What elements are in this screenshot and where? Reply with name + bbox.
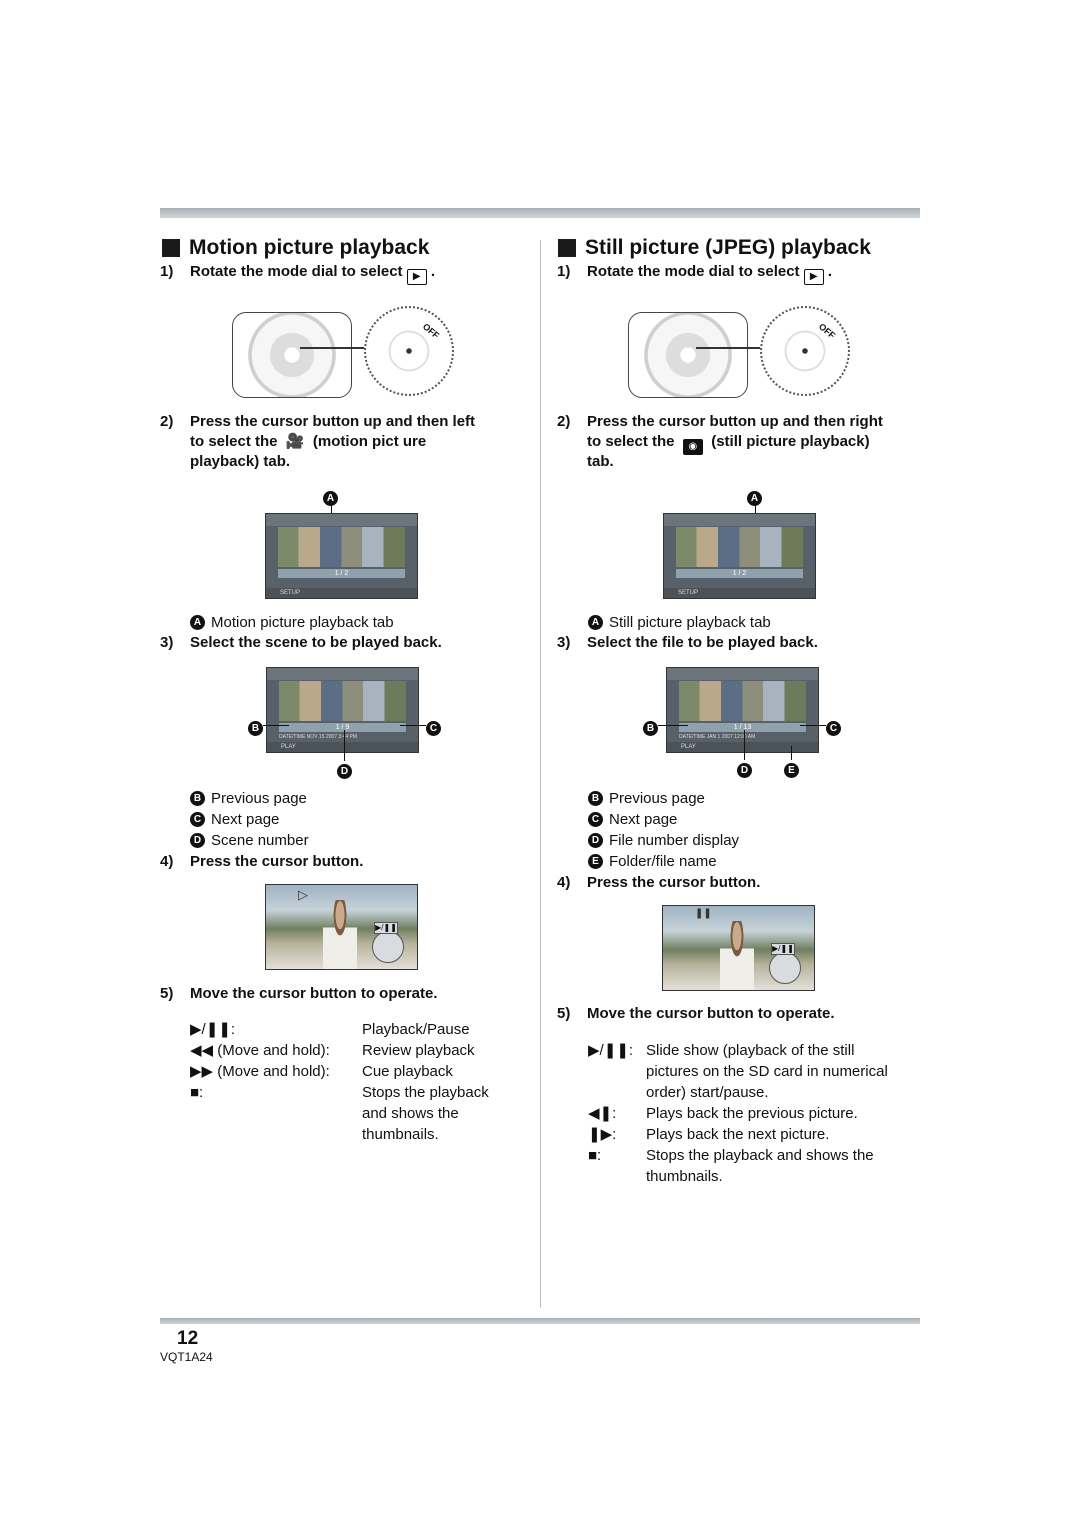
op-key-next: ❚▶: [588, 1126, 617, 1143]
model-code: VQT1A24 [160, 1350, 213, 1364]
play-indicator-icon: ▷ [298, 887, 308, 902]
op-key-stop: ■: [588, 1147, 602, 1164]
marker-d: D [737, 760, 752, 778]
camera-body-illustration [232, 312, 352, 398]
op-desc: Cue playback [362, 1063, 453, 1080]
pause-indicator-icon: ❚❚ [695, 908, 712, 919]
op-key-review: ◀◀ (Move and hold): [190, 1042, 330, 1059]
op-desc: Slide show (playback of the still [646, 1042, 855, 1059]
mode-dial-illustration: OFF [364, 306, 454, 396]
thumbnail-screen: 1 / 2 SETUP [265, 513, 418, 599]
marker-e: E [784, 760, 799, 778]
heading-square-icon [558, 239, 576, 257]
marker-d: D [337, 761, 352, 779]
left-step-2: 2) Press the cursor button up and then l… [160, 413, 476, 470]
left-step-1: 1) Rotate the mode dial to select ▶ . [160, 262, 530, 285]
marker-b: B [643, 718, 658, 736]
op-desc: Playback/Pause [362, 1021, 470, 1038]
column-divider [540, 240, 541, 1308]
left-step-3: 3) Select the scene to be played back. [160, 634, 442, 651]
marker-a: A [747, 488, 762, 506]
page-number: 12 [177, 1328, 199, 1349]
left-section-heading: Motion picture playback [162, 236, 429, 260]
op-desc-cont: pictures on the SD card in numerical [646, 1063, 888, 1080]
op-key-previous: ◀❚: [588, 1105, 617, 1122]
playback-screen: ❚❚ ▶/❚❚ [662, 905, 815, 991]
marker-b: B [248, 718, 263, 736]
still-picture-tab-icon: ◉ [682, 439, 703, 455]
marker-a: A [323, 488, 338, 506]
op-key-slideshow: ▶/❚❚: [588, 1042, 634, 1059]
camera-body-illustration [628, 312, 748, 398]
playback-mode-icon: ▶ [406, 269, 427, 285]
cursor-pad-icon [372, 931, 404, 963]
op-desc: Plays back the previous picture. [646, 1105, 858, 1122]
op-key-cue: ▶▶ (Move and hold): [190, 1063, 330, 1080]
cursor-pad-icon [769, 952, 801, 984]
heading-square-icon [162, 239, 180, 257]
op-desc-cont: thumbnails. [362, 1126, 439, 1143]
marker-c: C [426, 718, 441, 736]
marker-c: C [826, 718, 841, 736]
marker-a-line [331, 503, 332, 517]
op-desc: Stops the playback and shows the [646, 1147, 874, 1164]
op-desc: Stops the playback [362, 1084, 489, 1101]
right-step-1: 1) Rotate the mode dial to select ▶ . [557, 262, 927, 285]
dial-off-mark: OFF [420, 321, 442, 341]
op-key-stop: ■: [190, 1084, 204, 1101]
op-desc: Review playback [362, 1042, 475, 1059]
right-step-3: 3) Select the file to be played back. [557, 634, 818, 651]
left-step-5: 5) Move the cursor button to operate. [160, 985, 438, 1002]
op-desc: Plays back the next picture. [646, 1126, 830, 1143]
playback-mode-icon: ▶ [803, 269, 824, 285]
thumbnail-screen: 1 / 2 SETUP [663, 513, 816, 599]
thumbnail-screen-pages: 1 / 9 DATE/TIME NOV 15 2007 3:44 PM PLAY [266, 667, 419, 753]
op-desc-cont: order) start/pause. [646, 1084, 769, 1101]
right-section-heading: Still picture (JPEG) playback [558, 236, 871, 260]
op-desc-cont: and shows the [362, 1105, 459, 1122]
camera-pointer-line [300, 347, 370, 349]
bottom-rule [160, 1318, 920, 1324]
motion-picture-tab-icon: 🎥 [285, 433, 305, 450]
op-desc-cont: thumbnails. [646, 1168, 723, 1185]
mode-dial-illustration: OFF [760, 306, 850, 396]
right-step-4: 4) Press the cursor button. [557, 874, 761, 891]
playback-screen: ▷ ▶/❚❚ [265, 884, 418, 970]
left-step-4: 4) Press the cursor button. [160, 853, 364, 870]
dial-off-mark: OFF [816, 321, 838, 341]
right-step-5: 5) Move the cursor button to operate. [557, 1005, 835, 1022]
right-step-2: 2) Press the cursor button up and then r… [557, 413, 883, 470]
op-key-play-pause: ▶/❚❚: [190, 1021, 236, 1038]
top-rule [160, 208, 920, 218]
camera-pointer-line [696, 347, 766, 349]
thumbnail-screen-pages: 1 / 13 DATE/TIME JAN 1 2007 12:00 AM PLA… [666, 667, 819, 753]
